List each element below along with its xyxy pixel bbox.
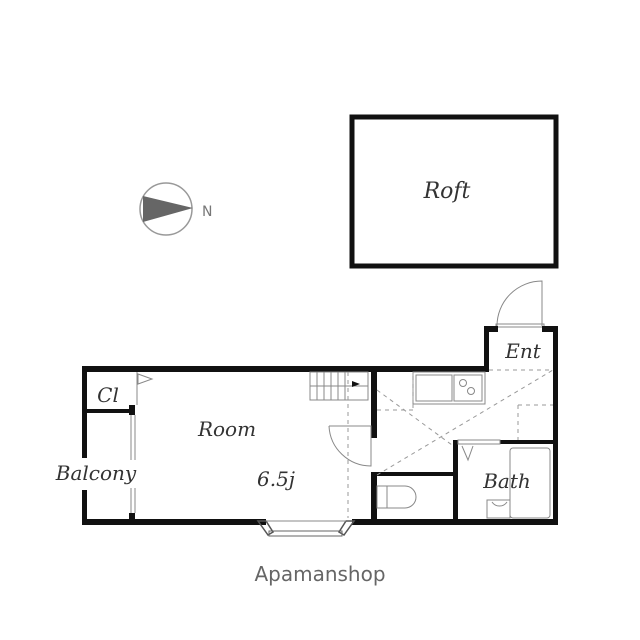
north-label: N [202, 204, 212, 220]
compass-arrow-icon [139, 182, 193, 236]
room-door [328, 425, 372, 467]
stairs [309, 371, 369, 518]
loft-label: Roft [423, 179, 471, 204]
room-size-label: 6.5j [257, 467, 295, 491]
toilet [376, 485, 417, 509]
entrance-door [495, 280, 545, 328]
balcony-window [130, 372, 154, 513]
bay-window [256, 520, 356, 537]
walls [82, 326, 558, 525]
bath-label: Bath [482, 469, 531, 493]
entrance-label: Ent [504, 339, 541, 363]
balcony-label: Balcony [55, 461, 137, 485]
bath-fixtures [457, 439, 551, 519]
loft-area: Roft [349, 114, 559, 269]
kitchen [376, 369, 554, 476]
stair-arrow-icon [352, 381, 360, 387]
compass: N [139, 182, 212, 236]
brand-watermark: Apamanshop [254, 562, 385, 586]
room-label: Room [197, 417, 256, 441]
closet-label: Cl [97, 383, 119, 407]
